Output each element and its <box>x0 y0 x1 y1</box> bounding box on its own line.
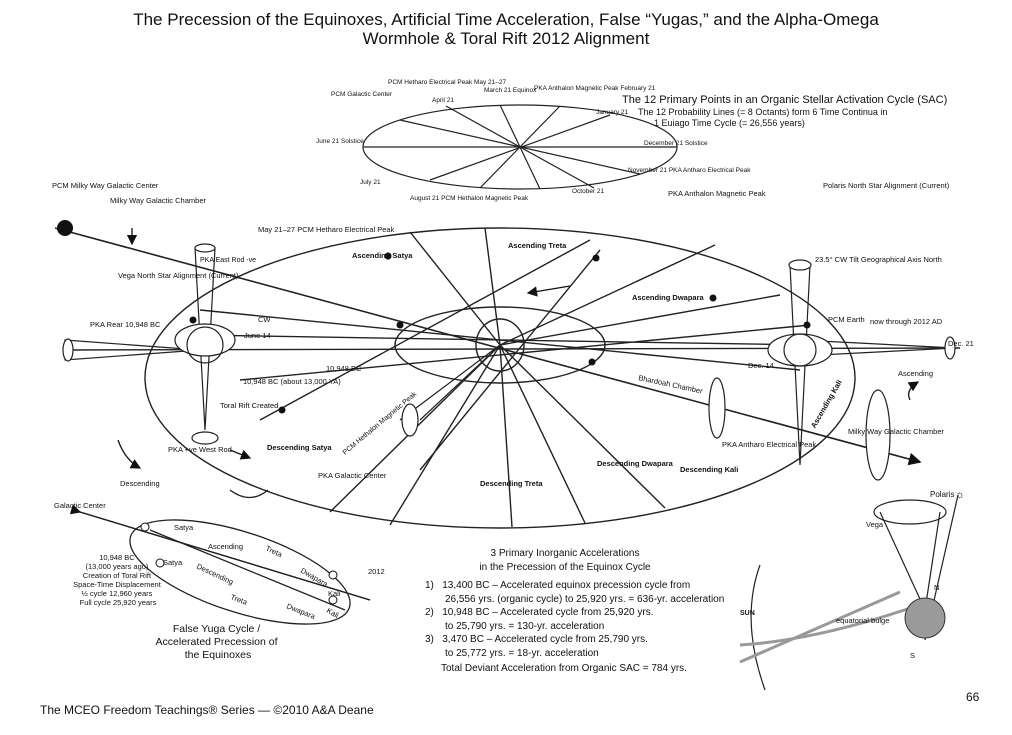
yuga-dots <box>140 522 338 605</box>
ascending-label: Ascending <box>898 369 933 378</box>
yuga-ascending-label: Ascending <box>208 542 243 551</box>
bhardoah-chamber-label: Bhardoah Chamber <box>638 373 704 396</box>
descending-treta-label: Descending Treta <box>480 479 543 488</box>
yuga-cycle-ellipse <box>69 489 371 625</box>
now-2012-label: now through 2012 AD <box>870 317 943 326</box>
polaris-label: Polaris <box>930 490 954 499</box>
sac-subheading-2: 1 Euiago Time Cycle (= 26,556 years) <box>654 118 805 128</box>
yuga-dwapara-bottom-label: Dwapara <box>285 602 317 622</box>
pka-anthalon-label: PKA Anthalon Magnetic Peak <box>668 189 766 198</box>
accel-item-1-num: 1) <box>425 580 434 591</box>
vega-label: Vega <box>866 520 884 529</box>
accel-item-2: 2) 10,948 BC – Accelerated cycle from 25… <box>425 606 725 634</box>
accel-item-1-line-1: 13,400 BC – Accelerated equinox precessi… <box>442 580 691 591</box>
polaris-alignment-label: Polaris North Star Alignment (Current) <box>823 181 950 190</box>
descending-dwapara-label: Descending Dwapara <box>597 459 674 468</box>
dec-14-label: Dec. 14 <box>748 361 774 370</box>
ascending-treta-label: Ascending Treta <box>508 241 567 250</box>
pka-rear-label: PKA Rear 10,948 BC <box>90 320 161 329</box>
sac-point-january: January 21 <box>596 109 629 116</box>
vega-alignment-label: Vega North Star Alignment (Current) <box>118 271 239 280</box>
sac-heading: The 12 Primary Points in an Organic Stel… <box>622 94 947 106</box>
june-14-label: June 14 <box>244 331 271 340</box>
page-title-line-1: The Precession of the Equinoxes, Artific… <box>133 10 879 29</box>
sac-point-hetharo: PCM Hetharo Electrical Peak May 21–27 <box>388 79 507 86</box>
ascending-dwapara-label: Ascending Dwapara <box>632 293 705 302</box>
south-label: S <box>910 651 915 660</box>
yuga-kali-top-label: Kali <box>328 589 341 598</box>
descending-label: Descending <box>120 479 160 488</box>
pka-west-rod-label: PKA +ve West Rod <box>168 445 232 454</box>
equatorial-bulge-label: equatorial bulge <box>836 616 889 625</box>
accel-total: Total Deviant Acceleration from Organic … <box>441 663 687 674</box>
page-title-line-2: Wormhole & Toral Rift 2012 Alignment <box>362 29 650 48</box>
north-label: N <box>934 583 939 592</box>
ascending-satya-label: Ascending Satya <box>352 251 413 260</box>
pka-east-rod-label: PKA East Rod -ve <box>200 257 256 264</box>
yuga-caption: False Yuga Cycle / Accelerated Precessio… <box>156 623 281 661</box>
yuga-2012-label: 2012 <box>368 567 385 576</box>
sac-point-october: October 21 <box>572 188 605 195</box>
milky-way-chamber-top-label: Milky Way Galactic Chamber <box>110 196 206 205</box>
main-orbit-ellipse <box>54 227 961 529</box>
accel-item-3-line-1: 3,470 BC – Accelerated cycle from 25,790… <box>442 634 648 645</box>
rod-cones <box>62 243 956 481</box>
descending-satya-label: Descending Satya <box>267 443 332 452</box>
sac-point-august: August 21 PCM Hethalon Magnetic Peak <box>410 195 529 202</box>
sun-label: SUN <box>740 610 755 617</box>
sac-point-april: April 21 <box>432 97 454 104</box>
accel-heading: 3 Primary Inorganic Accelerations in the… <box>465 547 665 575</box>
accel-item-2-line-2: to 25,790 yrs. = 130-yr. acceleration <box>445 621 605 632</box>
accel-item-1: 1) 13,400 BC – Accelerated equinox prece… <box>425 579 725 607</box>
sac-ellipse <box>362 104 678 190</box>
yuga-satya-top-label: Satya <box>174 523 194 532</box>
yuga-notes: 10,948 BC (13,000 years ago) Creation of… <box>73 553 163 607</box>
sac-point-galactic-center: PCM Galactic Center <box>331 91 393 98</box>
pka-antharo-label: PKA Antharo Electrical Peak <box>722 440 816 449</box>
accel-item-1-line-2: 26,556 yrs. (organic cycle) to 25,920 yr… <box>445 594 725 605</box>
sac-point-november: November 21 PKA Antharo Electrical Peak <box>628 167 751 174</box>
bc-10948-label: 10,948 BC <box>326 364 362 373</box>
sac-point-june: June 21 Solstice <box>316 138 364 145</box>
tilt-label: 23.5° CW Tilt Geographical Axis North <box>815 255 942 264</box>
cw-label: CW <box>258 315 271 324</box>
accel-item-2-num: 2) <box>425 607 434 618</box>
accel-item-3: 3) 3,470 BC – Accelerated cycle from 25,… <box>425 633 725 661</box>
accel-heading-line-1: 3 Primary Inorganic Accelerations <box>490 548 640 559</box>
accel-item-3-num: 3) <box>425 634 434 645</box>
toral-rift-label: Toral Rift Created <box>220 401 278 410</box>
hetharo-peak-label: May 21–27 PCM Hetharo Electrical Peak <box>258 225 395 234</box>
accel-item-2-line-1: 10,948 BC – Accelerated cycle from 25,92… <box>442 607 654 618</box>
orbit-arrows <box>117 228 920 469</box>
footer-copyright: The MCEO Freedom Teachings® Series — ©20… <box>40 703 374 717</box>
dec-21-label: Dec. 21 <box>948 339 974 348</box>
orbit-dots <box>57 220 811 414</box>
pcm-earth-label: PCM Earth <box>828 315 865 324</box>
earth-globe <box>904 597 946 639</box>
sac-point-july: July 21 <box>360 179 381 186</box>
bc-13000-label: 10,948 BC (about 13,000 YA) <box>243 377 341 386</box>
sac-point-december: December 21 Solstice <box>644 140 708 147</box>
page-number: 66 <box>966 690 980 704</box>
accel-heading-line-2: in the Precession of the Equinox Cycle <box>479 562 651 573</box>
sac-subheading-1: The 12 Probability Lines (= 8 Octants) f… <box>638 107 887 117</box>
descending-kali-label: Descending Kali <box>680 465 738 474</box>
star-icon: ☼ <box>955 489 965 501</box>
milky-way-chamber-right-label: Milky Way Galactic Chamber <box>848 427 944 436</box>
pka-galactic-center-label: PKA Galactic Center <box>318 471 387 480</box>
yuga-galactic-center-label: Galactic Center <box>54 501 106 510</box>
yuga-satya-left-label: Satya <box>163 558 183 567</box>
pcm-galactic-center-label: PCM Milky Way Galactic Center <box>52 181 159 190</box>
sac-point-anthalon: PKA Anthalon Magnetic Peak February 21 <box>534 85 656 92</box>
accel-item-3-line-2: to 25,772 yrs. = 18-yr. acceleration <box>445 648 599 659</box>
yuga-descending-label: Descending <box>195 562 235 587</box>
earth-precession-diagram <box>739 494 959 691</box>
sac-point-march: March 21 Equinox <box>484 87 537 94</box>
yuga-treta-bottom-label: Treta <box>229 592 249 607</box>
yuga-treta-top-label: Treta <box>264 544 284 560</box>
